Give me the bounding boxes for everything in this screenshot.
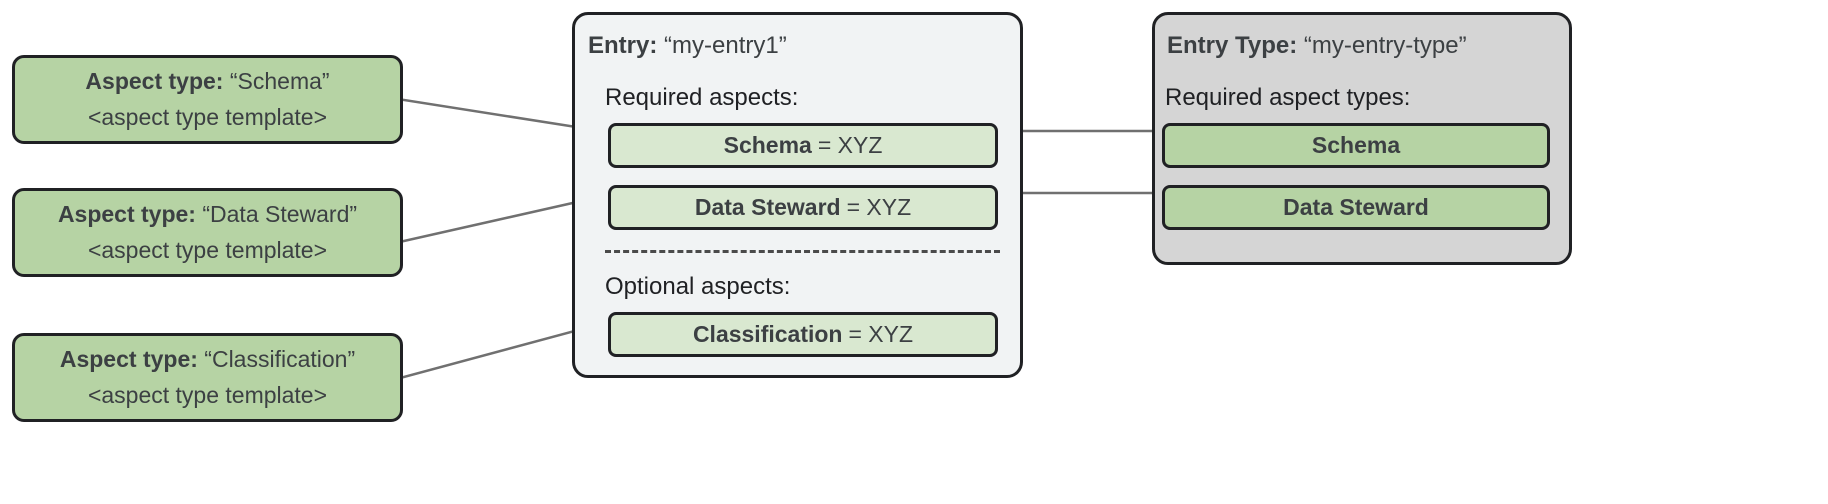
entry-aspect-name: Classification (692, 321, 843, 347)
entry-type-panel[interactable]: Entry Type: “my-entry-type” Required asp… (1152, 12, 1572, 265)
entry-aspect-classification[interactable]: Classification = XYZ (608, 312, 998, 357)
aspect-type-card-schema[interactable]: Aspect type: “Schema” <aspect type templ… (12, 55, 403, 144)
entry-type-aspect-data-steward[interactable]: Data Steward (1162, 185, 1550, 230)
entry-aspect-schema[interactable]: Schema = XYZ (608, 123, 998, 168)
entry-aspect-name: Schema (723, 132, 812, 158)
entry-aspect-name: Data Steward (694, 194, 841, 220)
aspect-type-template-placeholder: <aspect type template> (87, 104, 328, 130)
aspect-type-template-placeholder: <aspect type template> (87, 237, 328, 263)
entry-type-aspect-schema[interactable]: Schema (1162, 123, 1550, 168)
aspect-type-heading: Aspect type: “Schema” (85, 68, 330, 94)
aspect-type-card-classification[interactable]: Aspect type: “Classification” <aspect ty… (12, 333, 403, 422)
aspect-type-card-data-steward[interactable]: Aspect type: “Data Steward” <aspect type… (12, 188, 403, 277)
aspect-type-name: “Classification” (204, 346, 356, 372)
aspect-type-name: “Schema” (229, 68, 330, 94)
entry-type-required-aspect-types-label: Required aspect types: (1165, 84, 1411, 111)
aspect-type-template-placeholder: <aspect type template> (87, 382, 328, 408)
aspect-type-name: “Data Steward” (202, 201, 358, 227)
entry-type-panel-title: Entry Type: “my-entry-type” (1167, 32, 1467, 59)
entry-required-aspects-label: Required aspects: (605, 84, 799, 111)
entry-optional-aspects-label: Optional aspects: (605, 273, 791, 300)
aspect-type-heading: Aspect type: “Data Steward” (57, 201, 358, 227)
aspect-type-heading: Aspect type: “Classification” (59, 346, 356, 372)
entry-panel-title: Entry: “my-entry1” (588, 32, 787, 59)
required-optional-divider (605, 250, 1000, 253)
entry-aspect-value: = XYZ (817, 132, 883, 158)
entry-name: “my-entry1” (664, 32, 787, 59)
entry-panel[interactable]: Entry: “my-entry1” Required aspects: Sch… (572, 12, 1023, 378)
entry-aspect-data-steward[interactable]: Data Steward = XYZ (608, 185, 998, 230)
entry-aspect-value: = XYZ (848, 321, 914, 347)
entry-type-name: “my-entry-type” (1303, 32, 1467, 59)
entry-aspect-value: = XYZ (846, 194, 912, 220)
